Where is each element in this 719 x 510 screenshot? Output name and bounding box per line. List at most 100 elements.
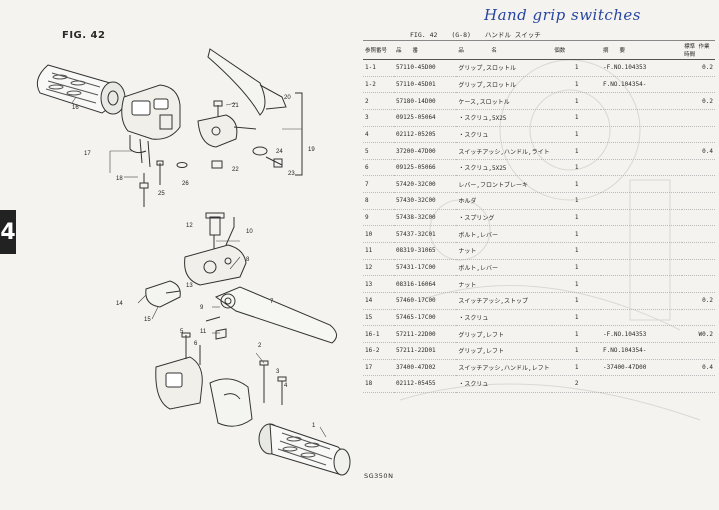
callout-16: 16 [72,105,79,111]
cell-qty: 1 [552,225,601,244]
cell-time: 0.4 [682,359,715,377]
cell-name: スイッチアッシ,ハンドル,レフト [456,359,553,377]
cell-ref: 8 [363,192,394,210]
callout-6: 6 [194,341,198,347]
callout-4: 4 [284,383,288,389]
cell-name: ケース,スロットル [456,92,553,110]
callout-12: 12 [186,223,193,229]
cell-remark [601,109,683,127]
cell-qty: 1 [552,342,601,360]
stop-switch-14 [145,280,181,308]
header-name: 品 名 [456,40,553,60]
cell-name: グリップ,スロットル [456,76,553,94]
cell-time [682,242,715,260]
cell-qty: 1 [552,209,601,227]
cell-ref: 13 [363,275,394,293]
callout-5: 5 [180,329,184,335]
header-time: 標準 作業時間 [682,40,715,60]
callout-22: 22 [232,167,239,173]
cell-time [682,375,715,393]
cell-part-no: 57110-45D01 [393,76,457,94]
cell-time [682,192,715,210]
cell-qty: 1 [552,126,601,144]
cell-name: ・スクリュ,5X25 [456,159,553,177]
cell-qty: 1 [552,325,601,343]
cell-name: ナット [456,242,553,260]
cell-part-no: 57460-17C00 [393,292,457,310]
callout-14: 14 [116,301,123,307]
cell-remark: F.NO.104354- [601,76,683,94]
cell-remark [601,242,683,260]
left-switch-housing-upper [121,84,181,168]
cell-part-no: 37200-47D00 [393,142,457,160]
callout-21: 21 [232,103,239,109]
cell-name: ナット [456,275,553,293]
cell-part-no: 08316-16064 [393,275,457,293]
cell-time [682,209,715,227]
cell-part-no: 57211-22D01 [393,342,457,360]
cell-time: 0.2 [682,59,715,77]
cell-ref: 12 [363,259,394,277]
cell-qty: 1 [552,92,601,110]
cell-time [682,175,715,194]
cell-ref: 11 [363,242,394,260]
cell-remark [601,209,683,227]
cell-name: ・スクリュ [456,126,553,144]
cell-name: ホルダ [456,192,553,210]
cell-part-no: 09125-05064 [393,109,457,127]
cell-ref: 14 [363,292,394,310]
cell-remark: F.NO.104354- [601,342,683,360]
cell-ref: 1-1 [363,59,394,77]
left-grip-upper [36,64,126,115]
cell-remark [601,309,683,327]
cell-time [682,109,715,127]
cell-time [682,126,715,144]
cell-remark [601,92,683,110]
brake-lever-assembly-upper [197,48,303,176]
cell-qty: 1 [552,109,601,127]
cell-qty: 1 [552,59,601,77]
cell-ref: 3 [363,109,394,127]
cell-time [682,342,715,360]
cell-remark [601,375,683,393]
callout-1: 1 [312,423,316,429]
cell-name: ボルト,レバー [456,225,553,244]
cell-time [682,76,715,94]
cell-name: グリップ,スロットル [456,59,553,77]
table-title-fig: FIG. 42 [410,31,438,39]
cell-remark: -F.NO.104353 [601,325,683,343]
cell-remark [601,159,683,177]
cell-qty: 2 [552,375,601,393]
cell-part-no: 02112-05455 [393,375,457,393]
cell-name: グリップ,レフト [456,325,553,343]
callout-7: 7 [270,299,274,305]
cell-name: レバー,フロントブレーキ [456,175,553,194]
figure-label: FIG. 42 [62,30,106,41]
cell-qty: 1 [552,159,601,177]
cell-ref: 5 [363,142,394,160]
header-part-no: 品 番 [393,40,457,60]
cell-remark: -37400-47D00 [601,359,683,377]
cell-part-no: 57420-32C00 [393,175,457,194]
cell-time [682,225,715,244]
cell-time [682,159,715,177]
cell-ref: 6 [363,159,394,177]
callout-8: 8 [246,257,250,263]
brake-lever-7 [205,286,337,344]
cell-qty: 1 [552,292,601,310]
callout-26: 26 [182,181,189,187]
cell-qty: 1 [552,175,601,194]
callout-15: 15 [144,317,151,323]
cell-name: ボルト,レバー [456,259,553,277]
callout-25: 25 [158,191,165,197]
cell-remark [601,259,683,277]
cell-time [682,259,715,277]
cell-name: ・スクリュ [456,309,553,327]
callout-18: 18 [116,176,123,182]
